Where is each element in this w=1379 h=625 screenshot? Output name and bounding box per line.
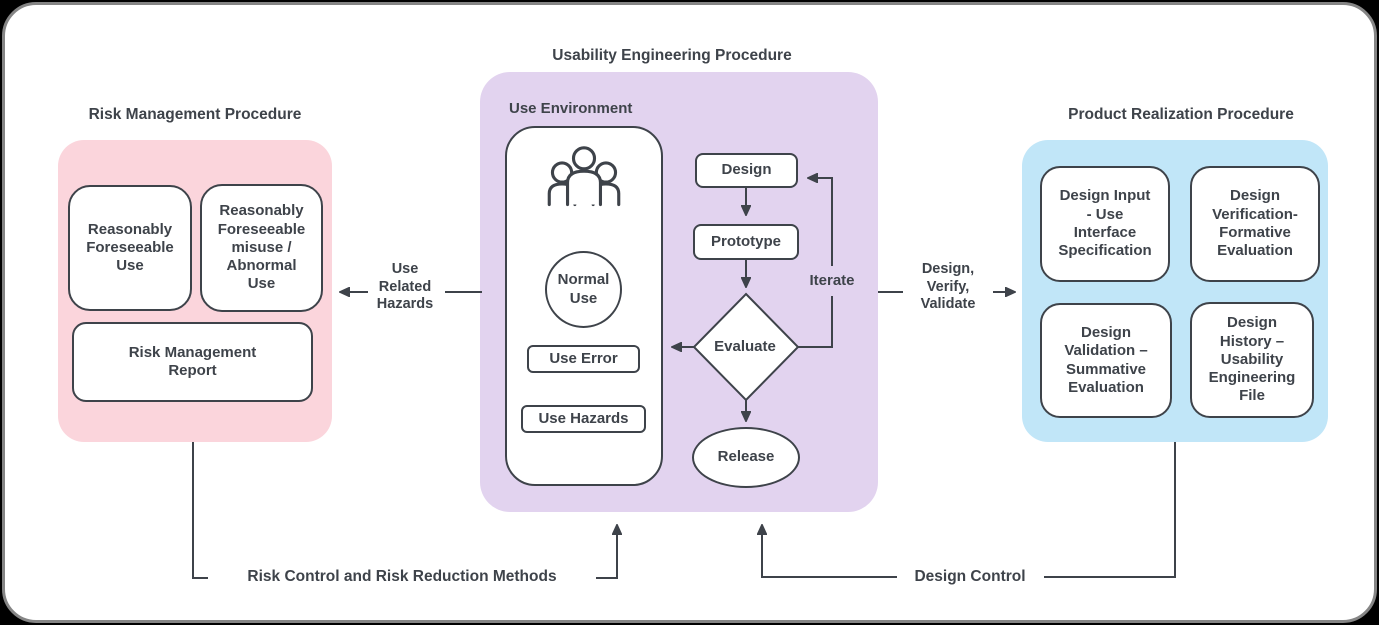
iterate-label: Iterate (809, 272, 855, 289)
usability-engineering-title: Usability Engineering Procedure (552, 47, 792, 64)
design-verify-validate-label: Design, Verify, Validate (920, 261, 976, 313)
three-users-icon (547, 146, 621, 207)
use-related-hazards-label: Use Related Hazards (376, 261, 434, 313)
normal-use-circle: Normal Use (545, 251, 622, 328)
risk-control-label: Risk Control and Risk Reduction Methods (247, 568, 557, 585)
design-box: Design (695, 153, 798, 188)
release-ellipse: Release (692, 427, 800, 488)
evaluate-label: Evaluate (714, 338, 776, 355)
prototype-box: Prototype (693, 224, 799, 260)
product-realization-title: Product Realization Procedure (1068, 106, 1294, 123)
risk-management-title: Risk Management Procedure (88, 106, 302, 123)
design-history-box: Design History – Usability Engineering F… (1190, 302, 1314, 418)
design-verification-box: Design Verification- Formative Evaluatio… (1190, 166, 1320, 282)
design-control-label: Design Control (914, 568, 1026, 585)
use-hazards-box: Use Hazards (521, 405, 646, 433)
use-error-box: Use Error (527, 345, 640, 373)
risk-management-report-box: Risk Management Report (72, 322, 313, 402)
foreseeable-use-box: Reasonably Foreseeable Use (68, 185, 192, 311)
use-environment-label: Use Environment (509, 100, 633, 117)
foreseeable-misuse-box: Reasonably Foreseeable misuse / Abnormal… (200, 184, 323, 312)
design-input-box: Design Input - Use Interface Specificati… (1040, 166, 1170, 282)
design-validation-box: Design Validation – Summative Evaluation (1040, 303, 1172, 418)
